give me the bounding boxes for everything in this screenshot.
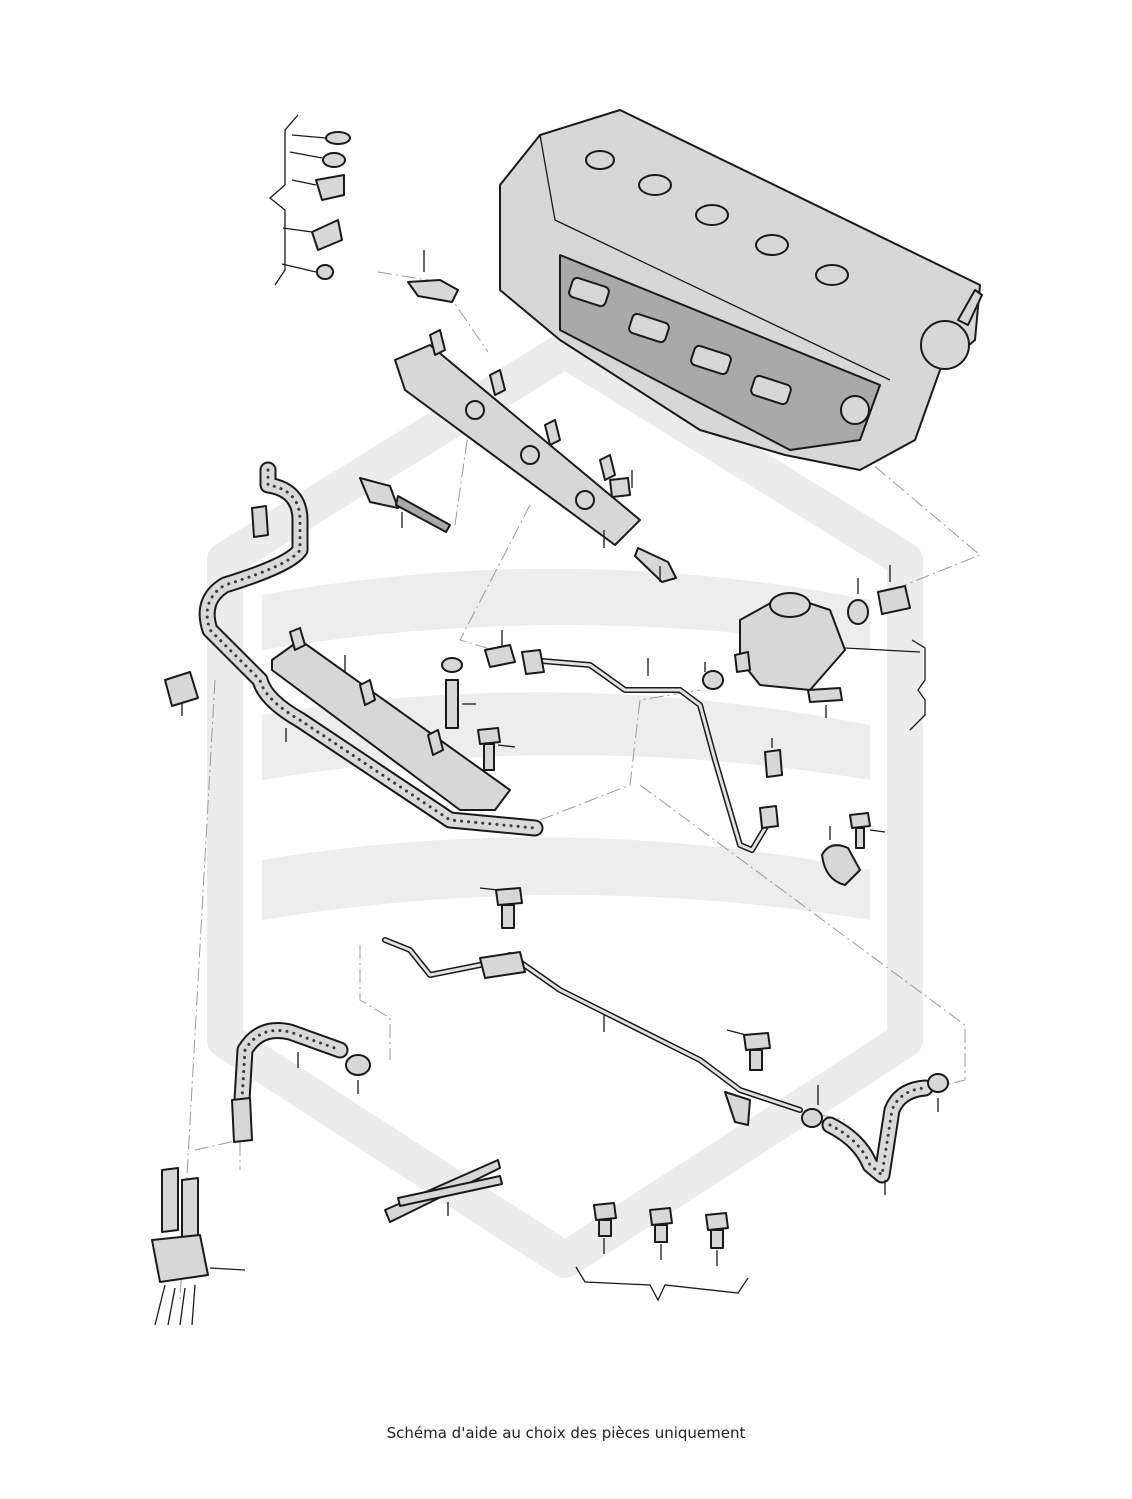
hose-clamp-right-b [927,1073,949,1112]
bolt-set [575,1202,749,1302]
cable-tie [384,1159,503,1223]
fuel-hose-lower-left [231,1022,349,1143]
sleeve [164,671,199,716]
line-bracket-bolt [849,812,886,849]
line-bolt-upper [479,887,523,929]
rail-bracket [271,627,511,811]
temperature-sensor [359,477,451,533]
cylinder-head [499,109,983,471]
high-pressure-line [521,649,779,853]
hose-clamp-left [345,1054,371,1094]
intake-ports [568,276,792,406]
bracket-bolt [477,727,516,771]
line-bolt-lower [726,1029,771,1071]
line-clamp [702,662,724,690]
diagram-caption: Schéma d'aide au choix des pièces unique… [386,1424,746,1442]
fuel-supply-line [382,937,803,1126]
pump-cup [877,565,911,615]
pressure-sensor [407,250,459,303]
pump-o-ring [847,578,869,625]
fuel-hose-lower-right [821,1079,934,1195]
fuel-hose-left [198,461,544,837]
pressure-fitting [764,738,783,778]
stud-nut [441,657,476,729]
pump-bolt [807,687,843,718]
union-fitting [484,630,516,668]
camshaft-bearings [585,150,849,286]
rail-bolt-long [634,547,677,583]
line-bracket [821,826,861,886]
high-pressure-pump [734,592,926,731]
watermark-logo [207,332,923,1278]
fuel-connector [151,1167,246,1326]
hose-clamp-right-a [801,1085,823,1128]
seal-kit [268,114,351,286]
vacuum-pump [920,320,970,370]
fuel-rail [394,329,641,548]
rail-bolt [609,470,633,498]
